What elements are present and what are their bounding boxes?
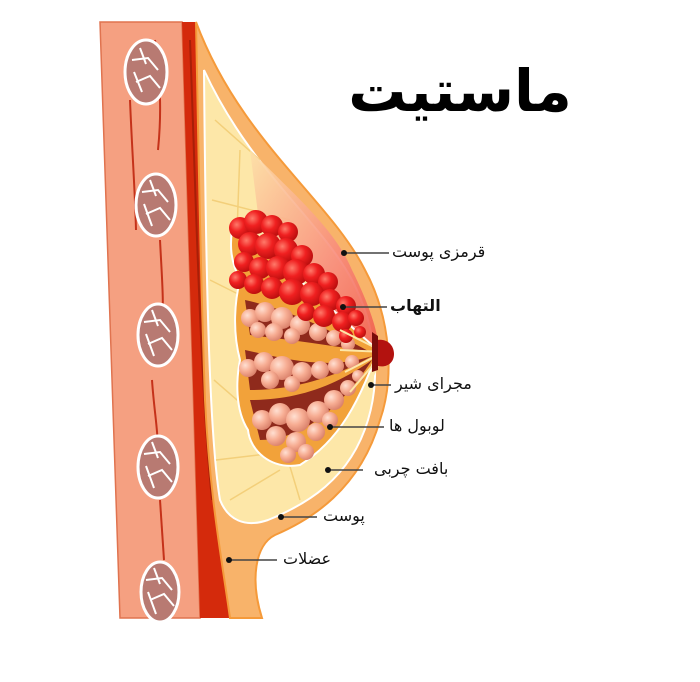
lobules xyxy=(239,300,372,463)
rib-bone xyxy=(134,172,178,238)
leader-lines xyxy=(229,252,391,561)
chest-wall xyxy=(99,21,201,624)
rib-bone xyxy=(136,434,180,500)
label-muscles: عضلات xyxy=(283,549,332,568)
leader-dots xyxy=(226,250,374,563)
inflammation-cluster xyxy=(229,210,366,343)
label-milk-duct: مجرای شیر xyxy=(395,374,472,393)
rib-bone xyxy=(123,38,169,106)
label-fatty-tissue: بافت چربی xyxy=(374,459,449,478)
nipple xyxy=(372,332,394,372)
label-inflammation: التهاب xyxy=(390,296,441,315)
label-lobules: لوبول ها xyxy=(389,416,445,435)
rib-bone xyxy=(136,302,180,368)
label-skin-redness: قرمزی پوست xyxy=(392,242,486,261)
label-skin: پوست xyxy=(323,506,365,525)
diagram-title: ماستیت xyxy=(348,57,572,125)
rib-bone xyxy=(139,560,181,624)
